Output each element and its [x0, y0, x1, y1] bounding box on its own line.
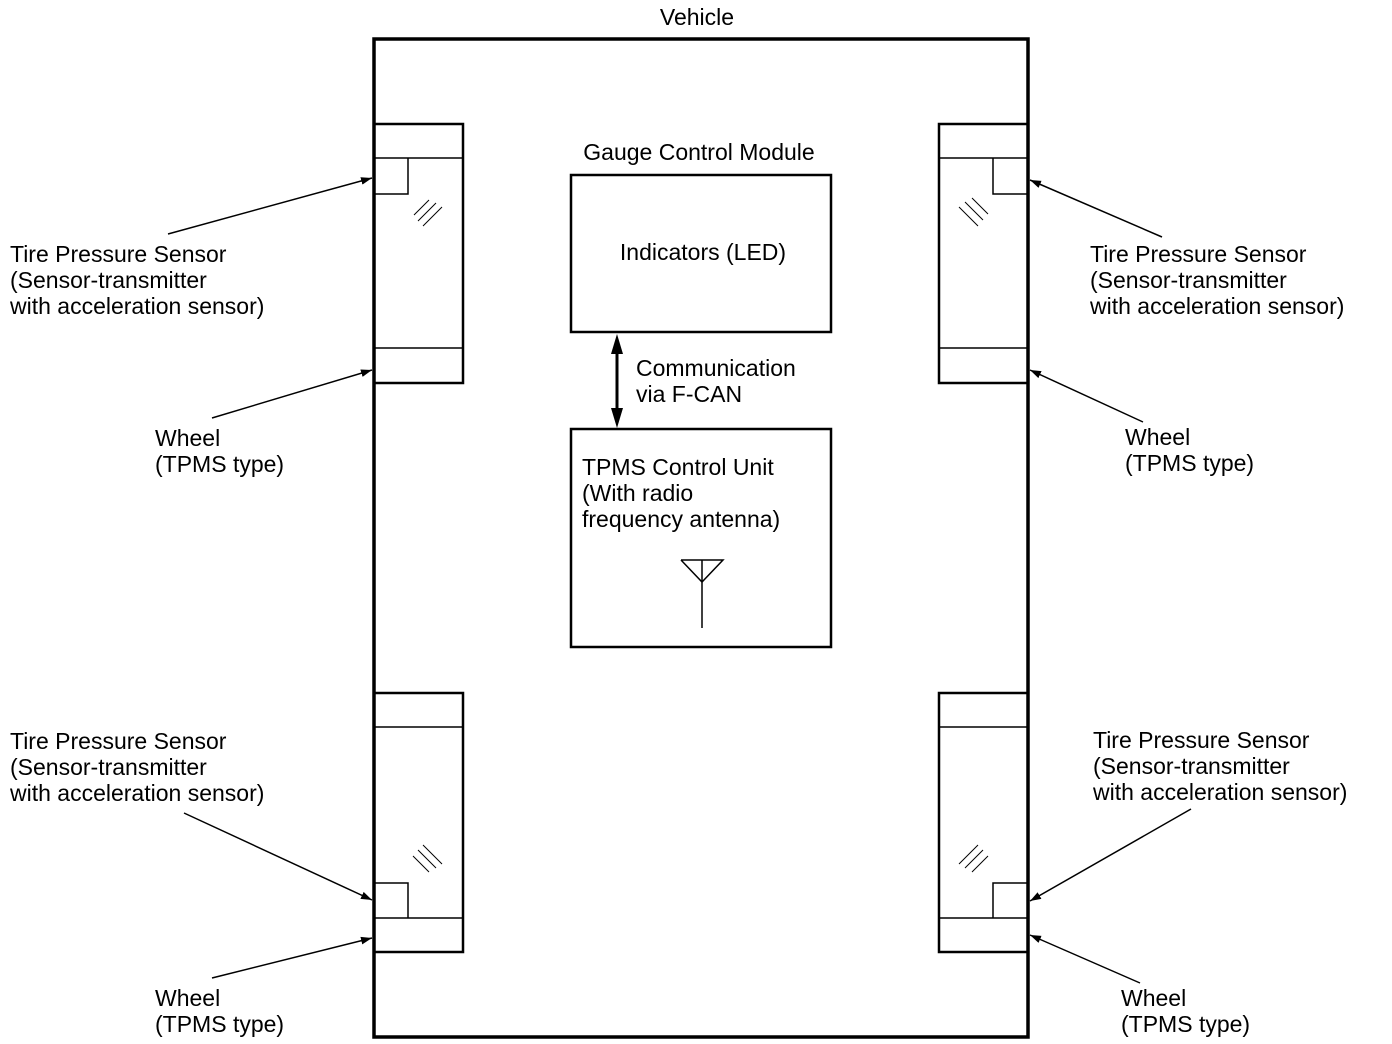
- front-right-wheel-label-2: (TPMS type): [1125, 450, 1254, 476]
- gauge-module-title: Gauge Control Module: [583, 139, 814, 165]
- gauge-module-box: [569, 173, 833, 334]
- arrow-front-left-sensor: [167, 177, 373, 235]
- vehicle-outline: [372, 37, 1030, 1039]
- arrow-rear-right-wheel: [1029, 934, 1141, 984]
- arrow-front-right-wheel: [1029, 369, 1144, 423]
- front-left-wheel-label-2: (TPMS type): [155, 451, 284, 477]
- front-right-wheel-label-1: Wheel: [1125, 424, 1190, 450]
- rear-left-wheel: [372, 691, 465, 954]
- arrow-rear-left-sensor: [183, 812, 373, 901]
- arrow-rear-left-wheel: [211, 936, 373, 979]
- tpms-unit-line1: TPMS Control Unit: [582, 454, 774, 480]
- rear-left-sensor-label-2: (Sensor-transmitter: [10, 754, 207, 780]
- arrow-rear-right-sensor: [1029, 808, 1192, 902]
- tpms-control-unit-box: [569, 427, 833, 649]
- front-right-sensor-label-3: with acceleration sensor): [1089, 293, 1344, 319]
- front-left-sensor-label-1: Tire Pressure Sensor: [10, 241, 227, 267]
- front-right-sensor-label-1: Tire Pressure Sensor: [1090, 241, 1307, 267]
- tpms-unit-line3: frequency antenna): [582, 506, 780, 532]
- front-left-sensor-label-2: (Sensor-transmitter: [10, 267, 207, 293]
- arrowhead-down: [611, 408, 623, 428]
- antenna-icon: [680, 559, 725, 628]
- front-left-sensor-label-3: with acceleration sensor): [9, 293, 264, 319]
- front-right-wheel: [937, 122, 1030, 385]
- rear-right-wheel: [937, 691, 1030, 954]
- leader-arrows: [167, 177, 1192, 984]
- front-left-wheel: [372, 122, 465, 385]
- tpms-unit-line2: (With radio: [582, 480, 693, 506]
- indicators-label: Indicators (LED): [620, 239, 786, 265]
- front-left-wheel-label-1: Wheel: [155, 425, 220, 451]
- rear-left-sensor-label-1: Tire Pressure Sensor: [10, 728, 227, 754]
- rear-right-sensor-label-1: Tire Pressure Sensor: [1093, 727, 1310, 753]
- arrowhead-up: [611, 334, 623, 354]
- vehicle-title: Vehicle: [660, 4, 734, 30]
- front-right-sensor-label-2: (Sensor-transmitter: [1090, 267, 1287, 293]
- communication-label-line2: via F-CAN: [636, 381, 742, 407]
- rear-right-wheel-label-2: (TPMS type): [1121, 1011, 1250, 1037]
- rear-left-sensor-label-3: with acceleration sensor): [9, 780, 264, 806]
- communication-label-line1: Communication: [636, 355, 796, 381]
- rear-right-sensor-label-2: (Sensor-transmitter: [1093, 753, 1290, 779]
- rear-left-wheel-label-1: Wheel: [155, 985, 220, 1011]
- rear-left-wheel-label-2: (TPMS type): [155, 1011, 284, 1037]
- arrow-front-right-sensor: [1029, 179, 1163, 238]
- rear-right-sensor-label-3: with acceleration sensor): [1092, 779, 1347, 805]
- arrow-front-left-wheel: [211, 369, 373, 419]
- rear-right-wheel-label-1: Wheel: [1121, 985, 1186, 1011]
